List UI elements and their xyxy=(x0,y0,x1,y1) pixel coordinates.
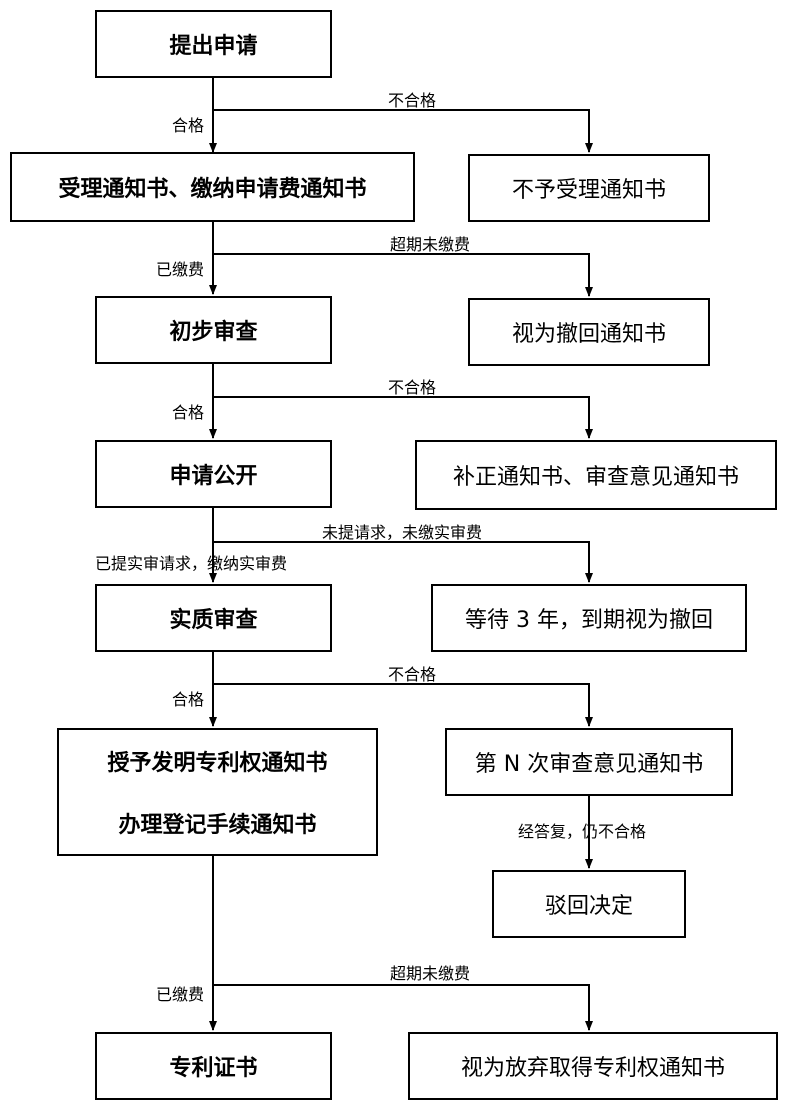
label-paid-1: 已缴费 xyxy=(156,260,205,279)
box-publication: 申请公开 xyxy=(95,440,332,508)
box-correction-notice: 补正通知书、审查意见通知书 xyxy=(415,440,777,510)
label-overdue-2: 超期未缴费 xyxy=(390,964,471,983)
box-acceptance: 受理通知书、缴纳申请费通知书 xyxy=(10,152,415,222)
box-substantive-exam: 实质审查 xyxy=(95,584,332,652)
arrow-substantive-to-opinion xyxy=(213,683,593,727)
label-pass-2: 合格 xyxy=(172,403,205,422)
box-deemed-withdrawn: 视为撤回通知书 xyxy=(468,298,710,366)
box-deemed-abandoned: 视为放弃取得专利权通知书 xyxy=(408,1032,778,1100)
box-apply: 提出申请 xyxy=(95,10,332,78)
label-fail-3: 不合格 xyxy=(388,665,437,684)
label-pass-1: 合格 xyxy=(172,116,205,135)
arrow-preliminary-to-correction xyxy=(213,396,593,439)
arrow-acceptance-to-withdrawn xyxy=(213,253,593,297)
box-rejection: 驳回决定 xyxy=(492,870,686,938)
box-grant-notice: 授予发明专利权通知书 办理登记手续通知书 xyxy=(57,728,378,856)
label-paid-2: 已缴费 xyxy=(156,985,205,1004)
label-fail-2: 不合格 xyxy=(388,378,437,397)
box-wait-three-years: 等待 3 年，到期视为撤回 xyxy=(431,584,747,652)
box-nth-opinion: 第 N 次审查意见通知书 xyxy=(445,728,733,796)
box-not-accepted: 不予受理通知书 xyxy=(468,154,710,222)
arrow-publication-to-wait xyxy=(213,541,593,583)
arrow-grant-to-abandon xyxy=(213,984,593,1031)
label-fail-1: 不合格 xyxy=(388,91,437,110)
label-reply-still-fail: 经答复，仍不合格 xyxy=(518,822,647,841)
label-exam-requested: 已提实审请求，缴纳实审费 xyxy=(95,554,288,573)
grant-notice-line-2: 办理登记手续通知书 xyxy=(118,813,317,838)
grant-notice-line-1: 授予发明专利权通知书 xyxy=(107,751,328,776)
arrow-apply-to-not-accepted xyxy=(213,109,593,153)
box-patent-certificate: 专利证书 xyxy=(95,1032,332,1100)
label-pass-3: 合格 xyxy=(172,690,205,709)
box-preliminary-exam: 初步审查 xyxy=(95,296,332,364)
label-exam-not-requested: 未提请求，未缴实审费 xyxy=(322,523,483,542)
label-overdue-1: 超期未缴费 xyxy=(390,235,471,254)
